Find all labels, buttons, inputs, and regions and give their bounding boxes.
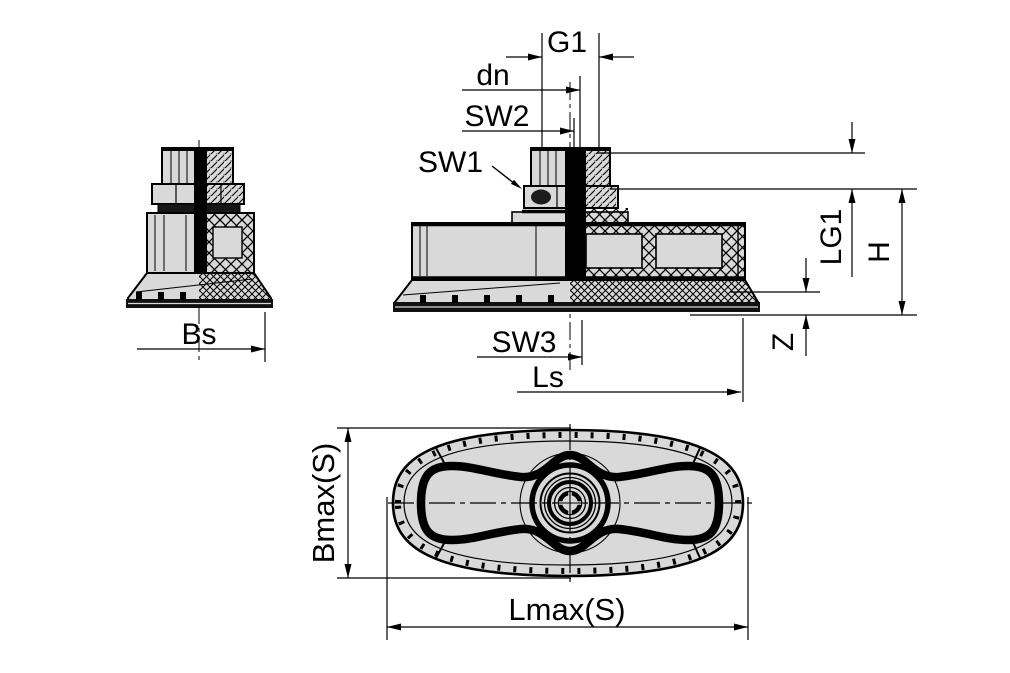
dimension-lg1: LG1 xyxy=(597,122,917,277)
dimension-bmax: Bmax(S) xyxy=(306,427,571,579)
dimension-label-ls: Ls xyxy=(532,361,564,394)
arrow-right-icon xyxy=(727,388,741,396)
arrow-down-icon xyxy=(344,564,352,578)
dimension-sw3: SW3 xyxy=(477,320,583,365)
dimension-label-sw1: SW1 xyxy=(418,146,483,179)
dimension-sw1: SW1 xyxy=(418,146,522,189)
arrow-down-icon xyxy=(802,278,810,292)
dimension-label-z: Z xyxy=(767,333,800,351)
arrow-down-icon xyxy=(848,139,856,153)
dimension-ls: Ls xyxy=(517,318,744,402)
arrow-right-icon xyxy=(560,127,574,135)
arrow-right-icon xyxy=(566,86,580,94)
dimension-label-lg1: LG1 xyxy=(815,209,848,266)
arrow-right-icon xyxy=(528,53,542,61)
dimension-label-sw3: SW3 xyxy=(491,326,556,359)
main-section-band xyxy=(565,148,586,292)
arrow-left-icon xyxy=(387,623,401,631)
side-section-band xyxy=(194,148,207,300)
dimension-label-bmax: Bmax(S) xyxy=(306,443,341,564)
main-cup-skirt xyxy=(393,279,760,312)
dimension-dn: dn xyxy=(462,59,581,148)
dimension-label-dn: dn xyxy=(476,59,509,92)
arrow-up-icon xyxy=(802,315,810,329)
side-cup-skirt xyxy=(126,272,273,308)
oval-center-fitting xyxy=(519,452,621,554)
arrow-right-icon xyxy=(251,345,265,353)
arrow-right-icon xyxy=(734,623,748,631)
section-view: G1 dn SW2 SW1 LG1 xyxy=(393,26,917,402)
dimension-bs: Bs xyxy=(137,312,266,362)
dimension-label-lmax: Lmax(S) xyxy=(508,592,625,627)
dimension-sw2: SW2 xyxy=(462,100,575,148)
arrow-leader-icon xyxy=(510,179,522,189)
dimension-label-h: H xyxy=(863,241,896,263)
arrow-up-icon xyxy=(848,189,856,203)
dimension-lmax: Lmax(S) xyxy=(386,497,749,640)
arrow-down-icon xyxy=(898,301,906,315)
arrow-up-icon xyxy=(344,428,352,442)
side-view: Bs xyxy=(126,140,273,363)
arrow-up-icon xyxy=(898,189,906,203)
side-cup-cleats xyxy=(136,292,186,300)
dimension-label-bs: Bs xyxy=(181,318,216,351)
arrow-right-icon xyxy=(568,353,582,361)
bottom-view: Bmax(S) Lmax(S) xyxy=(306,424,752,640)
main-hex-nut xyxy=(523,185,619,209)
main-cup-cleats xyxy=(420,295,554,303)
dimension-label-g1: G1 xyxy=(547,26,587,59)
dimension-label-sw2: SW2 xyxy=(464,100,529,133)
arrow-left-icon xyxy=(599,53,613,61)
dimension-z: Z xyxy=(730,258,820,356)
dimension-h: H xyxy=(690,189,917,316)
